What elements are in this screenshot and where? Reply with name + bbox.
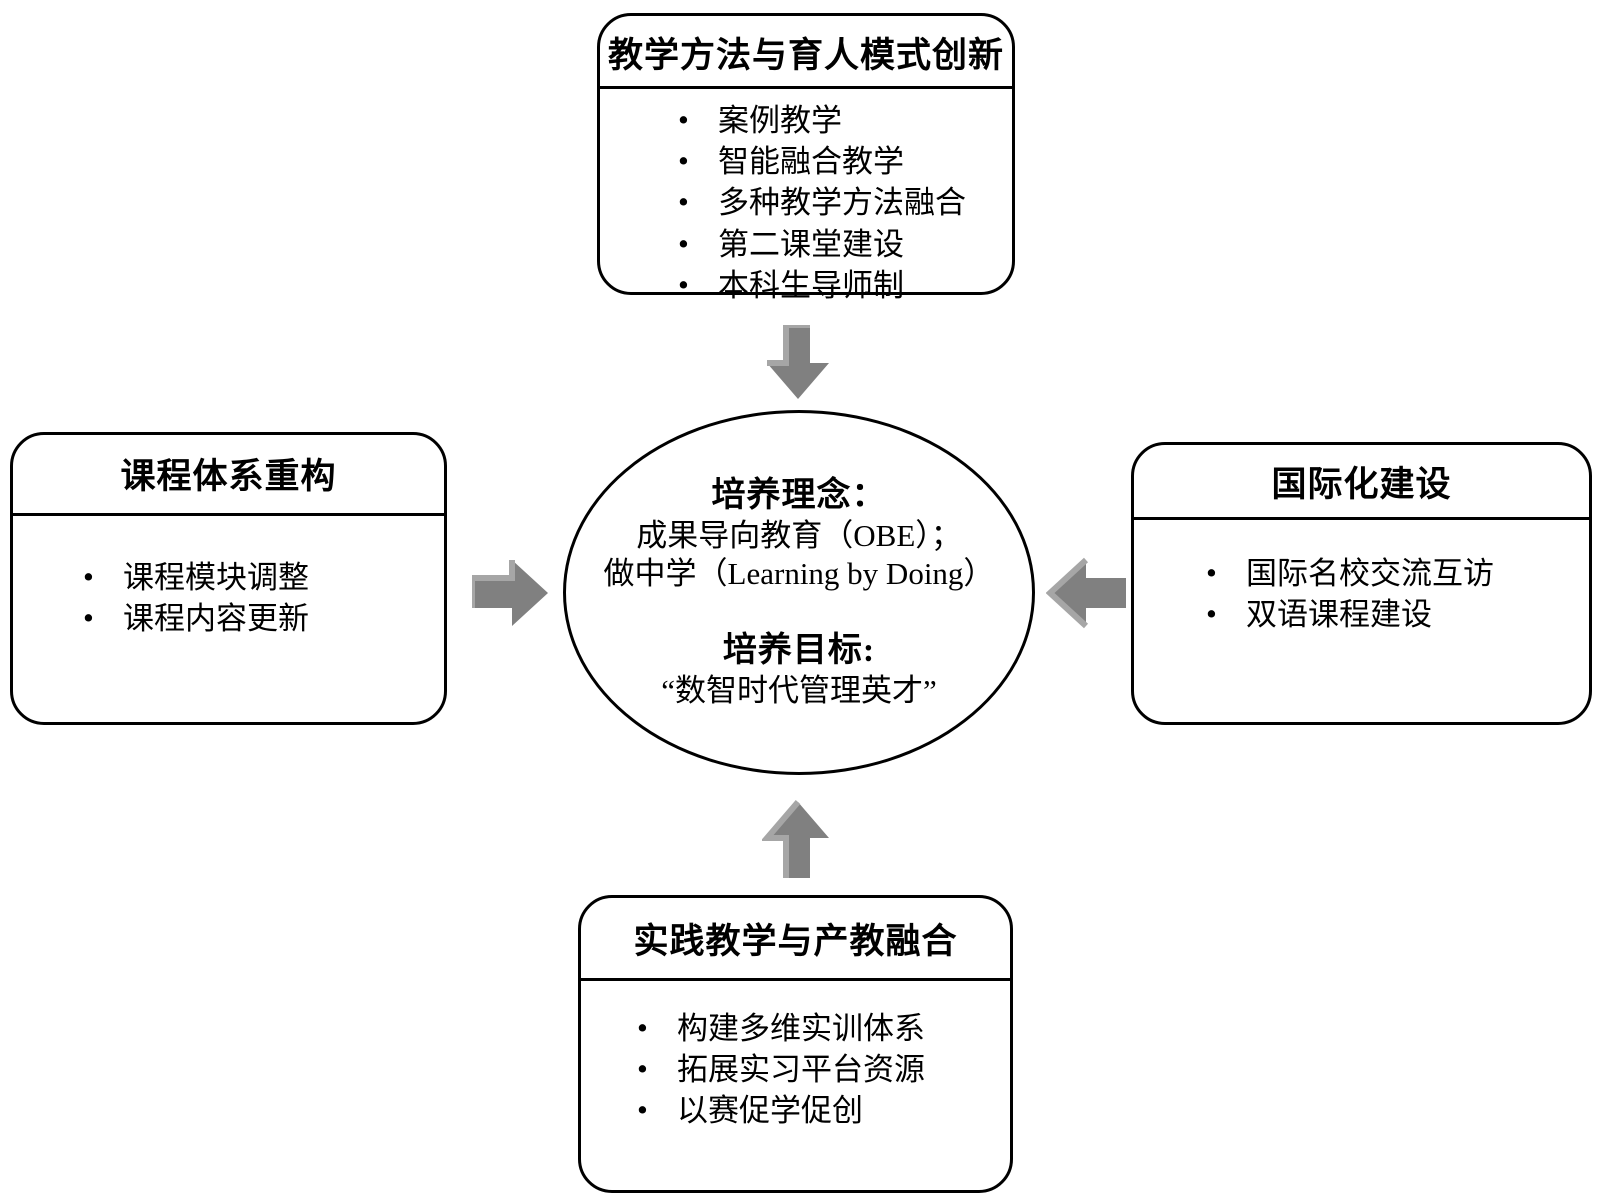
list-item: 拓展实习平台资源 bbox=[637, 1048, 925, 1090]
core-goal-line: “数智时代管理英才” bbox=[661, 672, 937, 708]
node-list-right: 国际名校交流互访 双语课程建设 bbox=[1206, 552, 1494, 635]
node-divider-left bbox=[13, 513, 444, 516]
list-item: 第二课堂建设 bbox=[678, 223, 966, 265]
node-box-right[interactable]: 国际化建设 国际名校交流互访 双语课程建设 bbox=[1131, 442, 1592, 725]
node-divider-top bbox=[600, 86, 1012, 89]
node-title-right: 国际化建设 bbox=[1271, 465, 1452, 504]
list-item: 案例教学 bbox=[678, 99, 966, 141]
node-list-top: 案例教学 智能融合教学 多种教学方法融合 第二课堂建设 本科生导师制 bbox=[678, 99, 966, 306]
core-ellipse[interactable]: 培养理念： 成果导向教育（OBE）； 做中学（Learning by Doing… bbox=[563, 410, 1035, 775]
list-item: 国际名校交流互访 bbox=[1206, 552, 1494, 594]
arrow-up-from-bottom-node bbox=[762, 800, 829, 878]
list-item: 多种教学方法融合 bbox=[678, 181, 966, 223]
node-title-top: 教学方法与育人模式创新 bbox=[607, 36, 1004, 75]
node-title-bottom: 实践教学与产教融合 bbox=[633, 922, 958, 961]
arrow-down-from-top-node bbox=[767, 325, 829, 399]
node-title-left: 课程体系重构 bbox=[120, 457, 337, 496]
node-divider-right bbox=[1134, 517, 1589, 520]
arrow-right-from-left-node bbox=[472, 560, 548, 626]
list-item: 本科生导师制 bbox=[678, 264, 966, 306]
node-box-top[interactable]: 教学方法与育人模式创新 案例教学 智能融合教学 多种教学方法融合 第二课堂建设 … bbox=[597, 13, 1015, 305]
core-concept-line-2: 做中学（Learning by Doing） bbox=[603, 555, 995, 591]
list-item: 课程内容更新 bbox=[83, 597, 309, 639]
list-item: 课程模块调整 bbox=[83, 556, 309, 598]
core-concept-line-1: 成果导向教育（OBE）； bbox=[636, 517, 962, 553]
core-goal-heading: 培养目标: bbox=[722, 632, 876, 670]
list-item: 构建多维实训体系 bbox=[637, 1007, 925, 1049]
core-concept-heading: 培养理念： bbox=[711, 477, 887, 515]
list-item: 以赛促学促创 bbox=[637, 1089, 925, 1131]
node-box-left[interactable]: 课程体系重构 课程模块调整 课程内容更新 bbox=[10, 432, 447, 725]
node-box-bottom[interactable]: 实践教学与产教融合 构建多维实训体系 拓展实习平台资源 以赛促学促创 bbox=[578, 895, 1013, 1193]
node-list-bottom: 构建多维实训体系 拓展实习平台资源 以赛促学促创 bbox=[637, 1007, 925, 1132]
list-item: 智能融合教学 bbox=[678, 140, 966, 182]
list-item: 双语课程建设 bbox=[1206, 593, 1494, 635]
node-divider-bottom bbox=[581, 978, 1010, 981]
node-list-left: 课程模块调整 课程内容更新 bbox=[83, 556, 309, 639]
arrow-left-from-right-node bbox=[1046, 557, 1126, 629]
